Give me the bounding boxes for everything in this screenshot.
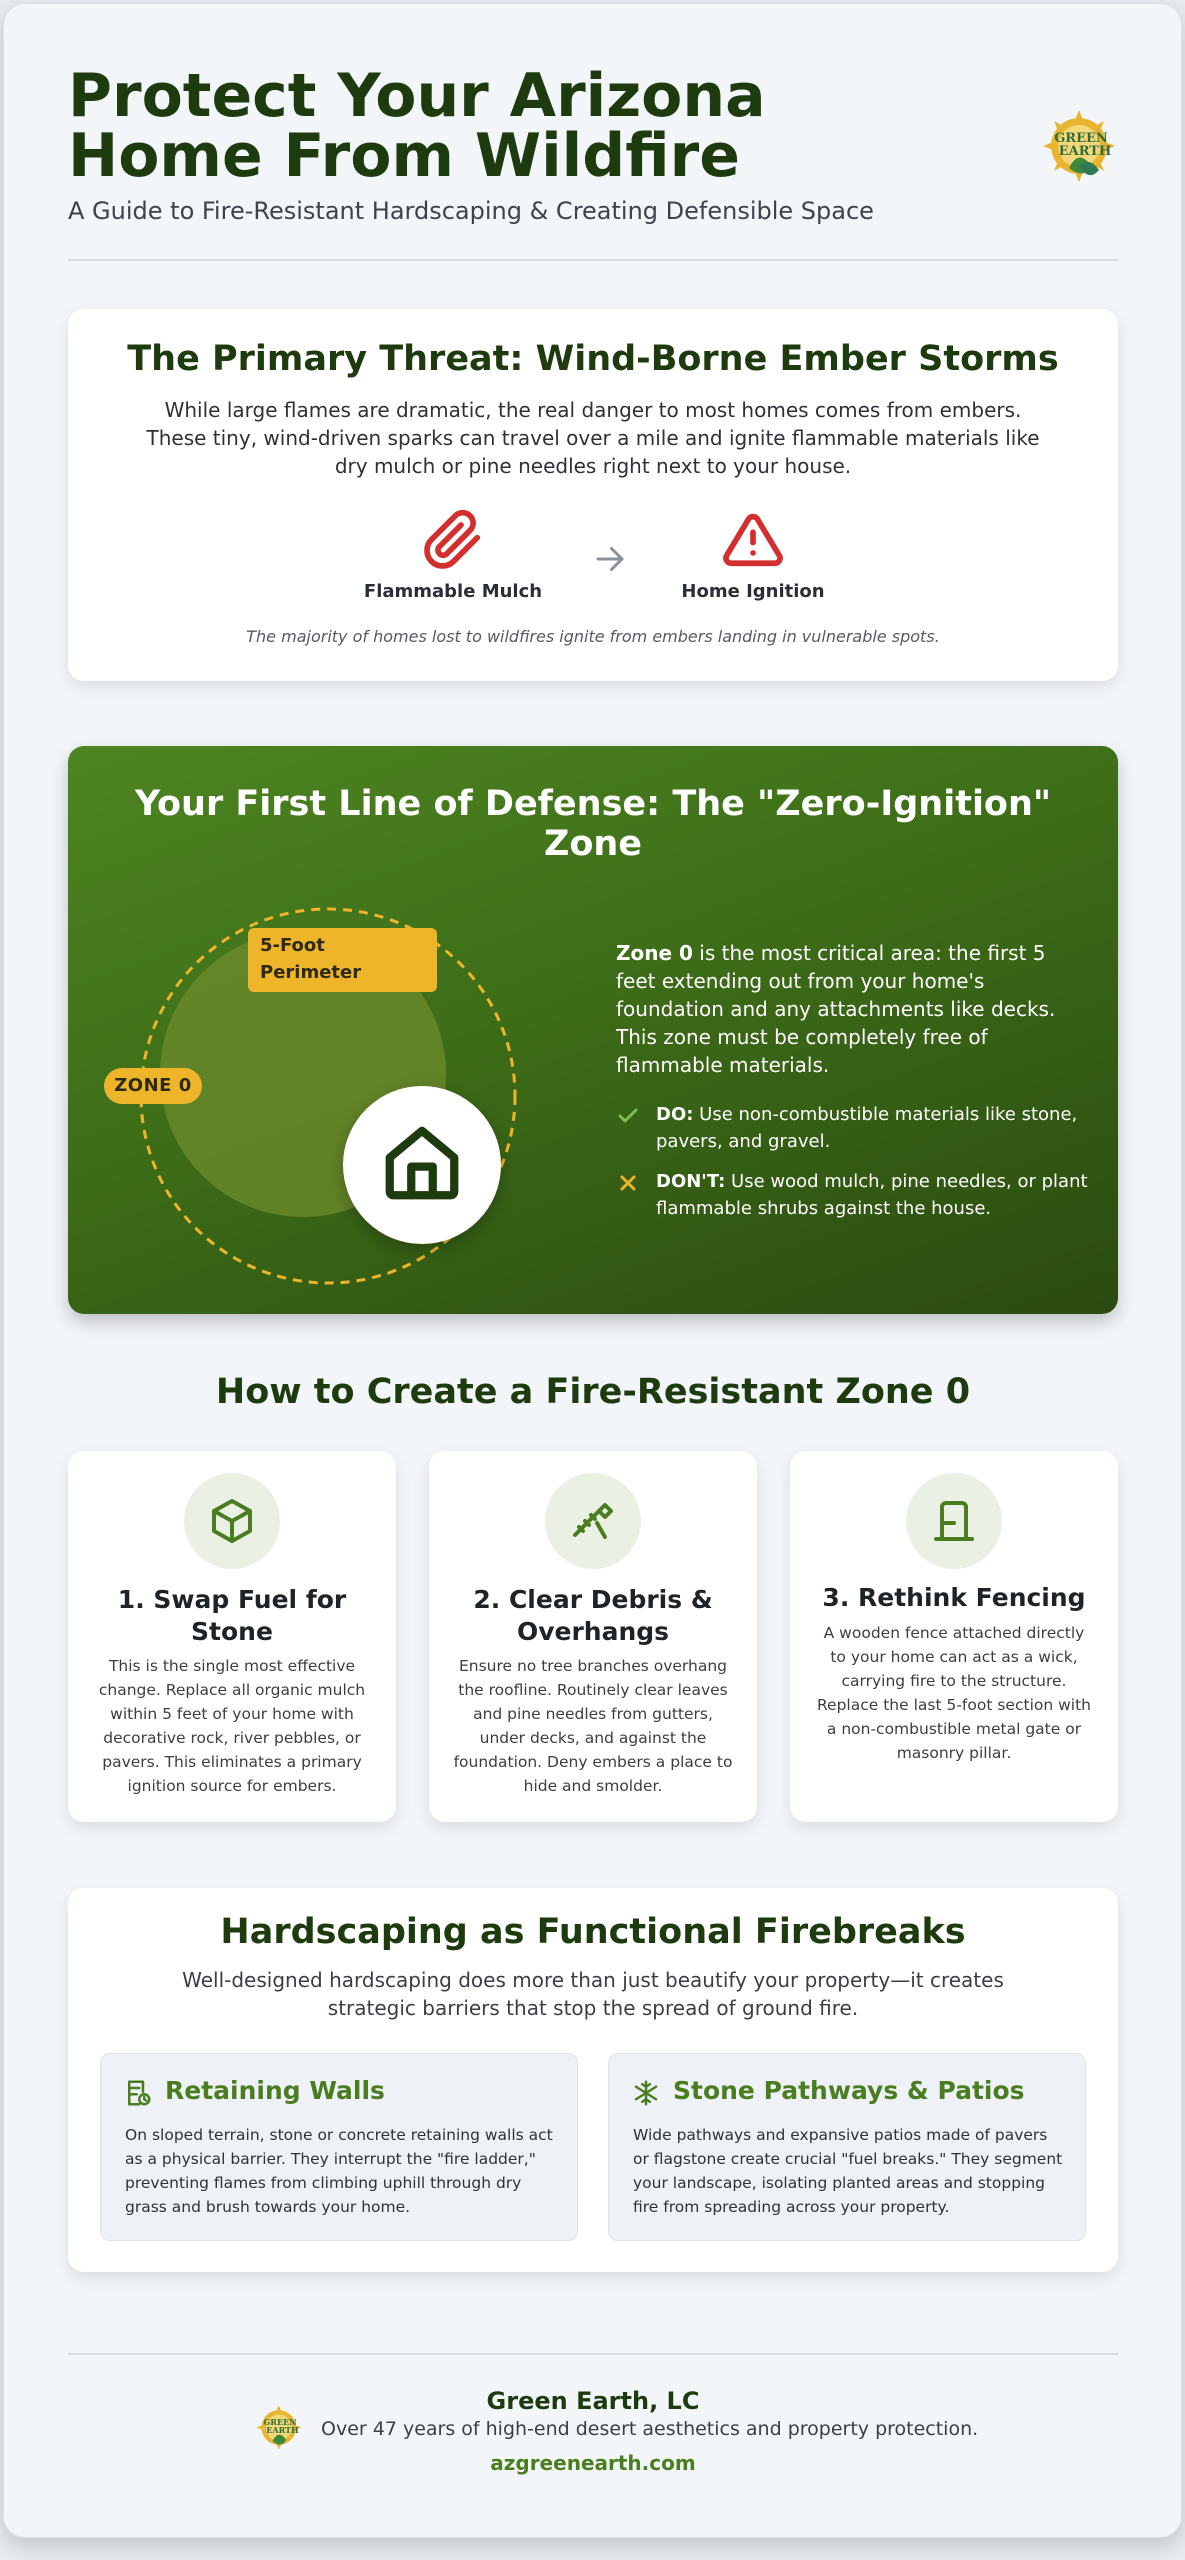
house-icon bbox=[385, 1126, 459, 1200]
infographic-page: Protect Your Arizona Home From Wildfire … bbox=[3, 3, 1182, 2538]
step-icon-circle bbox=[184, 1473, 280, 1569]
threat-item-label: Home Ignition bbox=[681, 581, 825, 602]
x-mark-icon bbox=[620, 1175, 636, 1191]
step-icon-circle bbox=[545, 1473, 641, 1569]
step-title: 1. Swap Fuel for Stone bbox=[117, 1585, 347, 1646]
page-title: Protect Your Arizona Home From Wildfire bbox=[68, 61, 766, 191]
dont-rule: DON'T: Use wood mulch, pine needles, or … bbox=[616, 1168, 1096, 1222]
step-body: This is the single most effective change… bbox=[98, 1657, 366, 1795]
threat-note: The majority of homes lost to wildfires … bbox=[246, 627, 940, 646]
firebreaks-body: Well-designed hardscaping does more than… bbox=[182, 1968, 1004, 2020]
svg-text:EARTH: EARTH bbox=[266, 2425, 299, 2435]
green-earth-logo-icon: GREEN EARTH bbox=[256, 2405, 302, 2450]
wall-clock-icon bbox=[128, 2080, 151, 2106]
threat-item-ignition: Home Ignition bbox=[633, 509, 873, 602]
firebreak-card-title: Retaining Walls bbox=[123, 2076, 385, 2106]
steps-title: How to Create a Fire-Resistant Zone 0 bbox=[215, 1372, 971, 1412]
step-icon-circle bbox=[906, 1473, 1002, 1569]
threat-title: The Primary Threat: Wind-Borne Ember Sto… bbox=[127, 339, 1059, 379]
footer-description: Over 47 years of high-end desert aesthet… bbox=[321, 2418, 979, 2440]
firebreak-card-walls: Retaining Walls On sloped terrain, stone… bbox=[100, 2053, 578, 2241]
zone-title: Your First Line of Defense: The "Zero-Ig… bbox=[134, 784, 1052, 864]
svg-text:EARTH: EARTH bbox=[1059, 144, 1112, 159]
step-title: 3. Rethink Fencing bbox=[822, 1583, 1086, 1612]
step-card: 1. Swap Fuel for Stone This is the singl… bbox=[68, 1451, 396, 1822]
threat-card: The Primary Threat: Wind-Borne Ember Sto… bbox=[68, 309, 1118, 681]
zone-description: Zone 0 is the most critical area: the fi… bbox=[616, 941, 1056, 1077]
firebreak-card-body: Wide pathways and expansive patios made … bbox=[633, 2126, 1063, 2216]
footer-company-name: Green Earth, LC bbox=[486, 2387, 700, 2415]
step-body: Ensure no tree branches overhang the roo… bbox=[453, 1657, 733, 1795]
header-divider bbox=[68, 259, 1118, 261]
svg-text:GREEN: GREEN bbox=[263, 2417, 297, 2427]
zone-rules-list: DO: Use non-combustible materials like s… bbox=[616, 1101, 1096, 1235]
page-subtitle: A Guide to Fire-Resistant Hardscaping & … bbox=[68, 197, 874, 225]
step-body: A wooden fence attached directly to your… bbox=[816, 1624, 1091, 1762]
arrow-right-icon bbox=[596, 547, 624, 571]
step-card: 2. Clear Debris & Overhangs Ensure no tr… bbox=[429, 1451, 757, 1822]
step-card: 3. Rethink Fencing A wooden fence attach… bbox=[790, 1451, 1118, 1822]
house-badge bbox=[343, 1086, 501, 1244]
firebreak-card-title: Stone Pathways & Patios bbox=[631, 2076, 1025, 2106]
svg-text:GREEN: GREEN bbox=[1054, 131, 1108, 146]
step-title: 2. Clear Debris & Overhangs bbox=[473, 1585, 713, 1646]
cube-icon bbox=[212, 1499, 252, 1543]
firebreaks-title: Hardscaping as Functional Firebreaks bbox=[220, 1912, 966, 1952]
paperclip-icon bbox=[424, 509, 481, 569]
path-snowflake-icon bbox=[634, 2080, 658, 2106]
green-earth-logo-icon: GREEN EARTH bbox=[1043, 110, 1115, 182]
do-rule: DO: Use non-combustible materials like s… bbox=[616, 1101, 1096, 1155]
footer-website-link[interactable]: azgreenearth.com bbox=[490, 2451, 696, 2475]
threat-item-label: Flammable Mulch bbox=[363, 581, 543, 602]
check-icon bbox=[618, 1108, 638, 1123]
firebreak-card-pathways: Stone Pathways & Patios Wide pathways an… bbox=[608, 2053, 1086, 2241]
threat-item-mulch: Flammable Mulch bbox=[333, 509, 573, 602]
footer-divider bbox=[68, 2353, 1118, 2355]
firebreaks-card: Hardscaping as Functional Firebreaks Wel… bbox=[68, 1888, 1118, 2272]
gate-icon bbox=[934, 1501, 974, 1541]
warning-triangle-icon bbox=[723, 513, 783, 567]
perimeter-tag: 5-Foot Perimeter bbox=[248, 928, 437, 992]
zone-0-tag: ZONE 0 bbox=[104, 1068, 202, 1104]
zone-card: Your First Line of Defense: The "Zero-Ig… bbox=[68, 746, 1118, 1314]
firebreak-card-body: On sloped terrain, stone or concrete ret… bbox=[125, 2126, 553, 2216]
pruning-saw-icon bbox=[573, 1503, 613, 1539]
threat-body: While large flames are dramatic, the rea… bbox=[146, 398, 1040, 478]
